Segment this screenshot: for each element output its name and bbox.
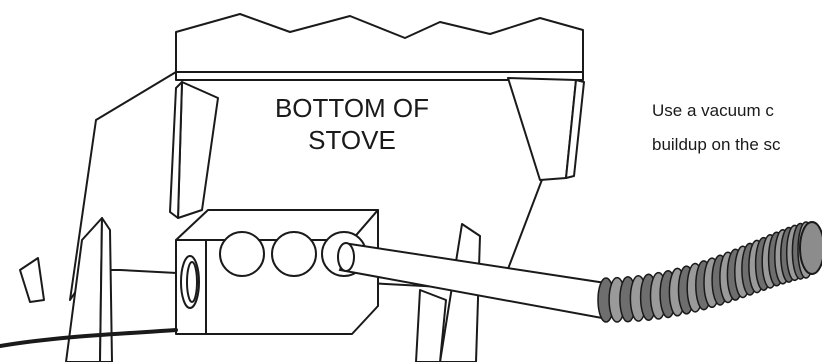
caption-line-1: Use a vacuum c (652, 94, 822, 128)
stove-label-line-1: BOTTOM OF (232, 92, 472, 124)
knockout-side-inner (187, 262, 197, 302)
knockout-1 (220, 232, 264, 276)
caption-line-2: buildup on the sc (652, 128, 822, 162)
stove-label-line-2: STOVE (232, 124, 472, 156)
vacuum-hose (598, 222, 814, 322)
stove-label: BOTTOM OF STOVE (232, 92, 472, 156)
instruction-caption: Use a vacuum c buildup on the sc (652, 94, 822, 162)
knockout-2 (272, 232, 316, 276)
hose-end-cap (800, 222, 822, 274)
